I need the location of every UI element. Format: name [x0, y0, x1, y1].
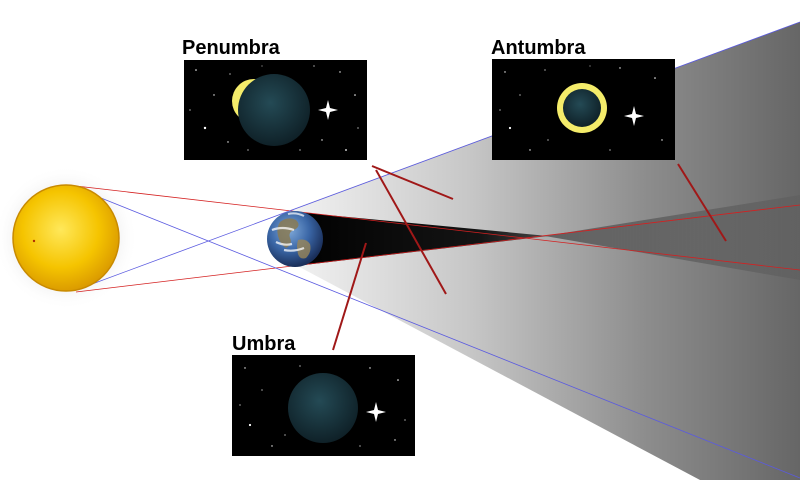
- umbra-view-panel: [232, 355, 415, 456]
- bright-star-icon: [366, 402, 386, 422]
- penumbra-view-panel: [184, 60, 367, 160]
- penumbra-pointer-lower: [375, 169, 447, 295]
- umbra-pointer: [332, 242, 367, 351]
- star-field: [189, 65, 359, 151]
- umbra-cone: [296, 212, 548, 266]
- sun-icon: [12, 184, 120, 292]
- penumbra-label: Penumbra: [182, 37, 280, 59]
- moon-disc: [288, 373, 358, 443]
- penumbra-pointer-upper: [371, 165, 454, 200]
- pointer-lines: [332, 163, 727, 351]
- earth-icon: [267, 211, 323, 267]
- bright-star-icon: [624, 106, 644, 126]
- moon-disc: [563, 89, 601, 127]
- inner-rays: [75, 185, 800, 293]
- star-field: [239, 365, 406, 447]
- antumbra-pointer: [677, 163, 727, 242]
- bright-star-icon: [318, 100, 338, 120]
- moon-disc: [238, 74, 310, 146]
- star-field: [499, 65, 663, 151]
- umbra-label: Umbra: [232, 333, 296, 355]
- antumbra-region: [545, 195, 800, 280]
- antumbra-view-panel: [492, 59, 675, 160]
- outer-rays: [75, 21, 800, 479]
- antumbra-label: Antumbra: [491, 37, 586, 59]
